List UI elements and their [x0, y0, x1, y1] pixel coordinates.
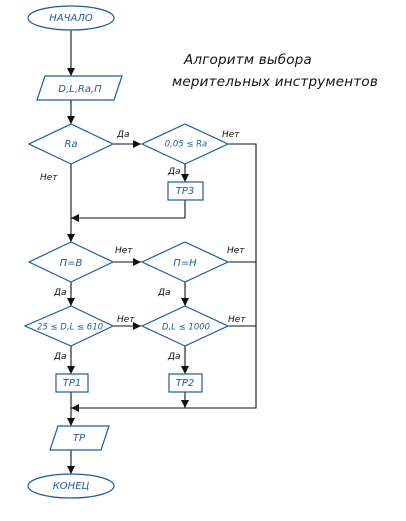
- end-node: КОНЕЦ: [27, 473, 115, 499]
- tr3-label: ТР3: [176, 186, 195, 197]
- arrowhead: [181, 400, 189, 408]
- decision-dl-large: D,L ≤ 1000: [140, 305, 230, 347]
- arrowhead: [181, 298, 189, 306]
- decision-ra-label: Ra: [64, 139, 77, 150]
- label-range-yes: Да: [167, 167, 181, 177]
- arrowhead: [67, 466, 75, 474]
- tr3-node: ТР3: [167, 181, 204, 201]
- arrowhead: [67, 366, 75, 374]
- connectors: [67, 30, 257, 474]
- edge-range-no: [228, 143, 257, 398]
- arrowhead: [133, 140, 141, 148]
- arrowhead: [67, 418, 75, 426]
- output-node: ТР: [49, 425, 110, 451]
- start-node: НАЧАЛО: [27, 5, 115, 31]
- arrowhead: [71, 404, 79, 412]
- input-node: D,L,Ra,П: [36, 75, 123, 101]
- decision-pb: П=В: [27, 241, 115, 283]
- decision-ph-label: П=Н: [173, 258, 197, 269]
- label-ra-yes: Да: [116, 130, 130, 140]
- title-line-2: мерительных инструментов: [172, 74, 378, 90]
- arrowhead: [181, 366, 189, 374]
- label-ph-yes: Да: [157, 288, 171, 298]
- label-dll-no: Нет: [228, 315, 246, 325]
- decision-dl-small: 25 ≤ D,L ≤ 610: [23, 305, 115, 347]
- tr2-node: ТР2: [168, 373, 203, 393]
- arrowhead: [67, 234, 75, 242]
- label-pb-yes: Да: [53, 288, 67, 298]
- arrowhead: [181, 174, 189, 182]
- decision-range-label: 0,05 ≤ Ra: [165, 140, 208, 150]
- start-label: НАЧАЛО: [49, 13, 93, 24]
- arrowhead: [67, 116, 75, 124]
- label-ra-no: Нет: [40, 173, 58, 183]
- tr2-label: ТР2: [176, 378, 195, 389]
- label-ph-no: Нет: [227, 246, 245, 256]
- decision-pb-label: П=В: [60, 258, 83, 269]
- arrowhead: [71, 214, 79, 222]
- edge-labels: Да Нет Да Нет Нет Нет Да Да Нет Нет Да Д…: [40, 130, 246, 362]
- label-dls-yes: Да: [53, 352, 67, 362]
- arrowhead: [67, 298, 75, 306]
- decision-dl-small-label: 25 ≤ D,L ≤ 610: [37, 323, 103, 333]
- decision-range: 0,05 ≤ Ra: [140, 123, 230, 165]
- arrowhead: [133, 322, 141, 330]
- output-label: ТР: [73, 433, 86, 444]
- title-line-1: Алгоритм выбора: [183, 52, 312, 68]
- decision-ph: П=Н: [140, 241, 230, 283]
- decision-ra: Ra: [27, 123, 115, 165]
- label-dls-no: Нет: [117, 315, 135, 325]
- end-label: КОНЕЦ: [53, 481, 90, 492]
- input-label: D,L,Ra,П: [58, 84, 102, 95]
- tr1-label: ТР1: [63, 378, 82, 389]
- label-pb-no: Нет: [115, 246, 133, 256]
- arrowhead: [133, 258, 141, 266]
- tr1-node: ТР1: [55, 373, 89, 393]
- edge-rail-merge: [71, 398, 257, 409]
- label-dll-yes: Да: [167, 352, 181, 362]
- edge-tr3-join: [71, 200, 186, 219]
- decision-dl-large-label: D,L ≤ 1000: [162, 323, 210, 333]
- label-range-no: Нет: [222, 130, 240, 140]
- arrowhead: [67, 68, 75, 76]
